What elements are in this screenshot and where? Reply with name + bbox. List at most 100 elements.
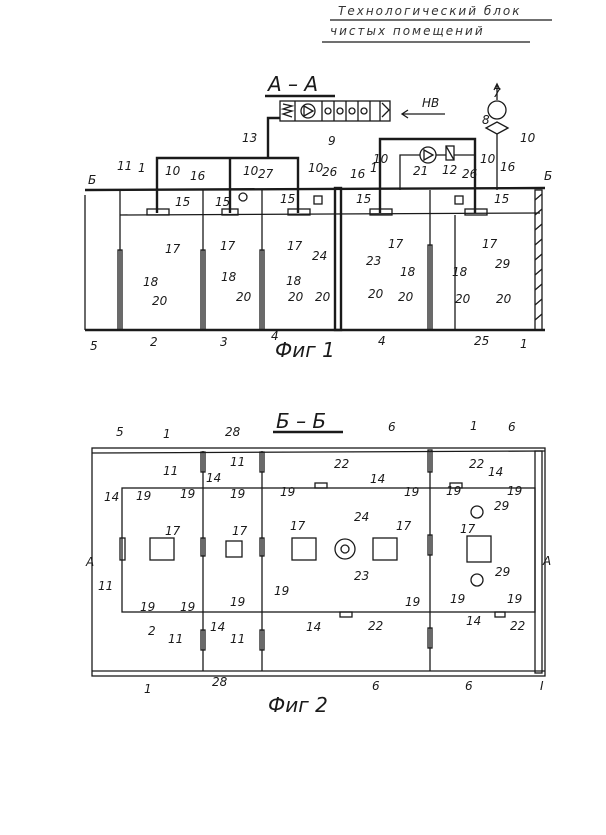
callout-label: 11 (163, 464, 178, 478)
callout-label: 17 (396, 519, 412, 533)
callout-label: 13 (242, 131, 257, 145)
callout-label: 17 (482, 237, 498, 251)
callout-label: 1 (144, 682, 152, 696)
callout-label: 20 (236, 290, 252, 304)
callout-label: 19 (180, 487, 195, 501)
callout-label: 20 (398, 290, 414, 304)
callout-label: 17 (287, 239, 303, 253)
callout-label: 18 (221, 270, 237, 284)
callout-label: 1 (370, 161, 378, 175)
callout-label: 19 (136, 489, 151, 503)
document-title: Технологический блок чистых помещений (322, 4, 552, 43)
callout-label: 4 (271, 329, 279, 343)
callout-label: 15 (494, 192, 509, 206)
callout-label: 17 (165, 242, 181, 256)
fig1-caption: Фиг 1 (275, 338, 335, 362)
callout-label: 28 (212, 675, 228, 689)
callout-label: 19 (230, 487, 245, 501)
callout-label: 20 (455, 292, 471, 306)
callout-label: 1 (520, 337, 528, 351)
callout-label: А (85, 555, 94, 569)
callout-label: 22 (510, 619, 525, 633)
callout-label: 16 (190, 169, 206, 183)
callout-label: 21 (413, 164, 428, 178)
callout-label: 1 (138, 161, 146, 175)
callout-label: 20 (368, 287, 384, 301)
callout-label: I (540, 679, 544, 693)
ionizer-icon (334, 538, 356, 560)
callout-label: 19 (140, 600, 155, 614)
callout-label: 12 (442, 163, 457, 177)
callout-label: 10 (520, 131, 536, 145)
callout-label: 24 (354, 510, 369, 524)
callout-label: 25 (474, 334, 489, 348)
callout-label: 15 (215, 195, 230, 209)
callout-label: 10 (373, 152, 389, 166)
callout-label: 14 (210, 620, 225, 634)
callout-label: 15 (280, 192, 295, 206)
callout-label: 20 (315, 290, 331, 304)
callout-label: 19 (274, 584, 289, 598)
air-handling-unit (279, 100, 391, 122)
callout-label: 29 (495, 257, 510, 271)
callout-label: 19 (450, 592, 465, 606)
callout-label: 17 (220, 239, 236, 253)
callout-label: 24 (312, 249, 327, 263)
callout-label: 6 (508, 420, 516, 434)
callout-label: 6 (465, 679, 473, 693)
callout-label: 15 (356, 192, 371, 206)
callout-label: 19 (446, 484, 461, 498)
callout-label: 8 (482, 113, 490, 127)
callout-label: 5 (90, 339, 98, 353)
callout-label: 2 (150, 335, 158, 349)
fig1-section-title: А – А (266, 72, 318, 96)
callout-label: 29 (494, 499, 509, 513)
callout-label: 17 (290, 519, 306, 533)
outdoor-air-label: НВ (422, 96, 439, 110)
callout-label: 27 (258, 167, 274, 181)
callout-label: 23 (354, 569, 369, 583)
callout-label: 18 (452, 265, 468, 279)
callout-label: 1 (470, 419, 478, 433)
callout-label: 10 (243, 164, 259, 178)
callout-label: 19 (405, 595, 420, 609)
callout-label: 28 (225, 425, 241, 439)
callout-label: 17 (460, 522, 476, 536)
callout-label: 11 (98, 579, 113, 593)
callout-label: 20 (288, 290, 304, 304)
callout-label: 19 (507, 484, 522, 498)
callout-label: 19 (230, 595, 245, 609)
callout-label: 9 (328, 134, 336, 148)
callout-label: 14 (466, 614, 481, 628)
fan-icon (300, 103, 316, 119)
callout-label: 22 (368, 619, 383, 633)
callout-label: 14 (206, 471, 221, 485)
callout-label: 14 (488, 465, 503, 479)
exhaust-fan-icon (487, 100, 507, 120)
callout-label: 16 (350, 167, 366, 181)
callout-label: А (542, 554, 551, 568)
callout-label: 10 (165, 164, 181, 178)
callout-label: 19 (404, 485, 419, 499)
callout-label: 14 (104, 490, 119, 504)
callout-label: 19 (507, 592, 522, 606)
callout-label: Б (88, 173, 96, 187)
callout-label: 18 (143, 275, 159, 289)
callout-label: 7 (493, 86, 501, 100)
title-line-2: чистых помещений (330, 24, 485, 38)
callout-label: 1 (163, 427, 171, 441)
callout-label: 26 (462, 167, 478, 181)
callout-label: 6 (372, 679, 380, 693)
callout-label: 20 (152, 294, 168, 308)
callout-label: 18 (286, 274, 302, 288)
callout-label: 22 (334, 457, 349, 471)
callout-label: 29 (495, 565, 510, 579)
callout-label: 17 (388, 237, 404, 251)
callout-label: 6 (388, 420, 396, 434)
fig2-section-title: Б – Б (276, 409, 326, 433)
callout-label: 11 (168, 632, 183, 646)
callout-label: 17 (232, 524, 248, 538)
